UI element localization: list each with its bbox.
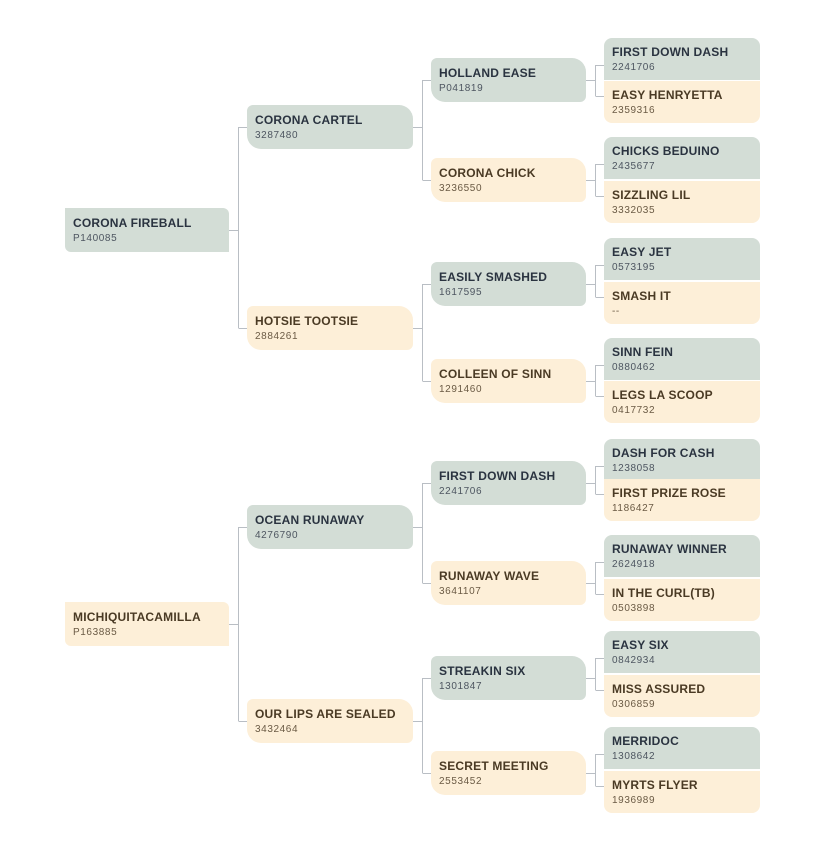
horse-node-chicks-beduino[interactable]: CHICKS BEDUINO 2435677 bbox=[604, 137, 760, 179]
horse-node-in-the-curl-tb[interactable]: IN THE CURL(TB) 0503898 bbox=[604, 579, 760, 621]
horse-name: CORONA CARTEL bbox=[255, 112, 363, 127]
horse-node-myrts-flyer[interactable]: MYRTS FLYER 1936989 bbox=[604, 771, 760, 813]
horse-name: MYRTS FLYER bbox=[612, 777, 698, 792]
horse-name: MICHIQUITACAMILLA bbox=[73, 609, 201, 624]
horse-node-easy-henryetta[interactable]: EASY HENRYETTA 2359316 bbox=[604, 81, 760, 123]
horse-name: SINN FEIN bbox=[612, 344, 674, 359]
horse-node-easily-smashed[interactable]: EASILY SMASHED 1617595 bbox=[431, 262, 586, 306]
horse-node-first-prize-rose[interactable]: FIRST PRIZE ROSE 1186427 bbox=[604, 479, 760, 521]
horse-name: SIZZLING LIL bbox=[612, 187, 691, 202]
registration-number: 3641107 bbox=[439, 585, 482, 597]
horse-name: HOLLAND EASE bbox=[439, 65, 537, 80]
registration-number: 3287480 bbox=[255, 129, 299, 141]
registration-number: 2435677 bbox=[612, 160, 656, 172]
horse-node-first-down-dash[interactable]: FIRST DOWN DASH 2241706 bbox=[431, 461, 586, 505]
registration-number: 0503898 bbox=[612, 602, 656, 614]
horse-node-corona-fireball[interactable]: CORONA FIREBALL P140085 bbox=[65, 208, 229, 252]
registration-number: -- bbox=[612, 305, 620, 317]
horse-node-easy-jet[interactable]: EASY JET 0573195 bbox=[604, 238, 760, 280]
horse-node-sinn-fein[interactable]: SINN FEIN 0880462 bbox=[604, 338, 760, 380]
horse-name: CHICKS BEDUINO bbox=[612, 143, 720, 158]
horse-name: STREAKIN SIX bbox=[439, 663, 526, 678]
registration-number: 3236550 bbox=[439, 182, 483, 194]
registration-number: 1238058 bbox=[612, 462, 656, 474]
horse-node-colleen-of-sinn[interactable]: COLLEEN OF SINN 1291460 bbox=[431, 359, 586, 403]
registration-number: 2624918 bbox=[612, 558, 656, 570]
registration-number: 1186427 bbox=[612, 502, 655, 514]
horse-node-merridoc[interactable]: MERRIDOC 1308642 bbox=[604, 727, 760, 769]
registration-number: 1301847 bbox=[439, 680, 483, 692]
registration-number: 1936989 bbox=[612, 794, 656, 806]
horse-node-runaway-wave[interactable]: RUNAWAY WAVE 3641107 bbox=[431, 561, 586, 605]
horse-node-dash-for-cash[interactable]: DASH FOR CASH 1238058 bbox=[604, 439, 760, 481]
registration-number: P140085 bbox=[73, 232, 118, 244]
horse-name: MISS ASSURED bbox=[612, 681, 706, 696]
horse-node-legs-la-scoop[interactable]: LEGS LA SCOOP 0417732 bbox=[604, 381, 760, 423]
horse-name: DASH FOR CASH bbox=[612, 445, 715, 460]
horse-name: MERRIDOC bbox=[612, 733, 679, 748]
horse-name: RUNAWAY WINNER bbox=[612, 541, 727, 556]
registration-number: 1617595 bbox=[439, 286, 483, 298]
horse-node-runaway-winner[interactable]: RUNAWAY WINNER 2624918 bbox=[604, 535, 760, 577]
registration-number: 0880462 bbox=[612, 361, 656, 373]
horse-name: OCEAN RUNAWAY bbox=[255, 512, 365, 527]
horse-name: SECRET MEETING bbox=[439, 758, 549, 773]
horse-node-miss-assured[interactable]: MISS ASSURED 0306859 bbox=[604, 675, 760, 717]
horse-name: COLLEEN OF SINN bbox=[439, 366, 552, 381]
horse-node-corona-chick[interactable]: CORONA CHICK 3236550 bbox=[431, 158, 586, 202]
horse-node-smash-it[interactable]: SMASH IT -- bbox=[604, 282, 760, 324]
registration-number: 0573195 bbox=[612, 261, 656, 273]
registration-number: 2884261 bbox=[255, 330, 299, 342]
horse-node-easy-six[interactable]: EASY SIX 0842934 bbox=[604, 631, 760, 673]
horse-node-streakin-six[interactable]: STREAKIN SIX 1301847 bbox=[431, 656, 586, 700]
registration-number: 2241706 bbox=[612, 61, 656, 73]
horse-name: EASY JET bbox=[612, 244, 672, 259]
registration-number: P163885 bbox=[73, 626, 118, 638]
horse-name: CORONA CHICK bbox=[439, 165, 536, 180]
horse-name: EASY HENRYETTA bbox=[612, 87, 723, 102]
horse-node-sizzling-lil[interactable]: SIZZLING LIL 3332035 bbox=[604, 181, 760, 223]
registration-number: P041819 bbox=[439, 82, 484, 94]
registration-number: 4276790 bbox=[255, 529, 299, 541]
horse-node-corona-cartel[interactable]: CORONA CARTEL 3287480 bbox=[247, 105, 413, 149]
horse-node-first-down-dash[interactable]: FIRST DOWN DASH 2241706 bbox=[604, 38, 760, 80]
horse-node-hotsie-tootsie[interactable]: HOTSIE TOOTSIE 2884261 bbox=[247, 306, 413, 350]
registration-number: 0842934 bbox=[612, 654, 656, 666]
horse-name: CORONA FIREBALL bbox=[73, 215, 192, 230]
horse-node-ocean-runaway[interactable]: OCEAN RUNAWAY 4276790 bbox=[247, 505, 413, 549]
horse-name: EASILY SMASHED bbox=[439, 269, 548, 284]
horse-node-our-lips-are-sealed[interactable]: OUR LIPS ARE SEALED 3432464 bbox=[247, 699, 413, 743]
horse-name: FIRST PRIZE ROSE bbox=[612, 485, 726, 500]
horse-name: FIRST DOWN DASH bbox=[439, 468, 556, 483]
horse-name: LEGS LA SCOOP bbox=[612, 387, 713, 402]
horse-node-secret-meeting[interactable]: SECRET MEETING 2553452 bbox=[431, 751, 586, 795]
horse-name: OUR LIPS ARE SEALED bbox=[255, 706, 396, 721]
registration-number: 1308642 bbox=[612, 750, 656, 762]
registration-number: 3332035 bbox=[612, 204, 656, 216]
registration-number: 2553452 bbox=[439, 775, 483, 787]
horse-name: SMASH IT bbox=[612, 288, 671, 303]
horse-name: EASY SIX bbox=[612, 637, 669, 652]
registration-number: 1291460 bbox=[439, 383, 483, 395]
registration-number: 3432464 bbox=[255, 723, 299, 735]
horse-name: HOTSIE TOOTSIE bbox=[255, 313, 359, 328]
horse-name: RUNAWAY WAVE bbox=[439, 568, 540, 583]
registration-number: 0306859 bbox=[612, 698, 656, 710]
horse-node-michiquitacamilla[interactable]: MICHIQUITACAMILLA P163885 bbox=[65, 602, 229, 646]
horse-name: IN THE CURL(TB) bbox=[612, 585, 715, 600]
horse-node-holland-ease[interactable]: HOLLAND EASE P041819 bbox=[431, 58, 586, 102]
horse-name: FIRST DOWN DASH bbox=[612, 44, 729, 59]
registration-number: 0417732 bbox=[612, 404, 656, 416]
registration-number: 2359316 bbox=[612, 104, 656, 116]
registration-number: 2241706 bbox=[439, 485, 483, 497]
